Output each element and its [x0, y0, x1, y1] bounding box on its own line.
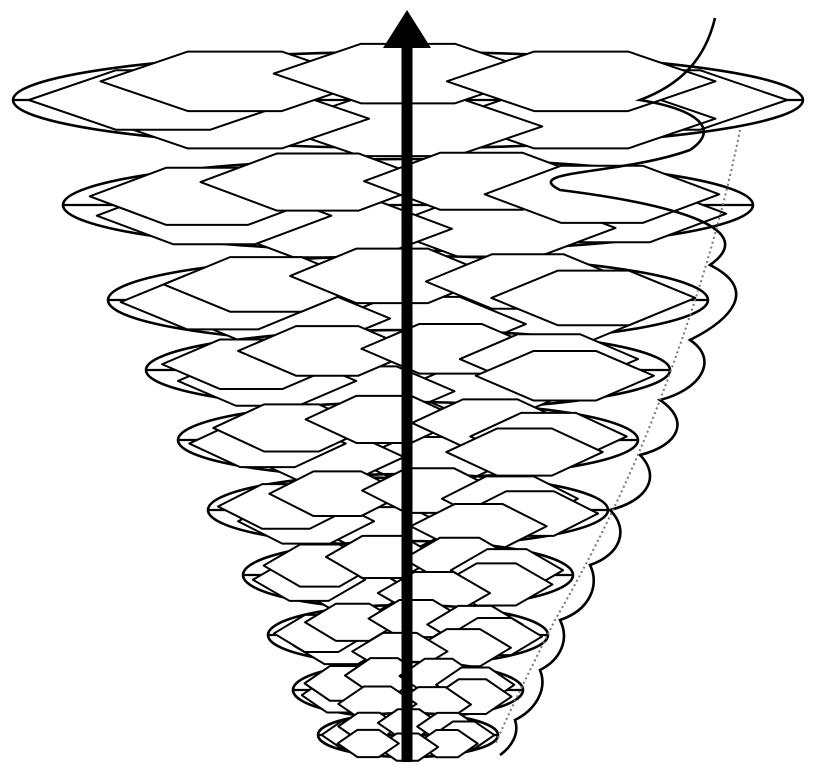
axis-arrowhead	[383, 10, 431, 48]
